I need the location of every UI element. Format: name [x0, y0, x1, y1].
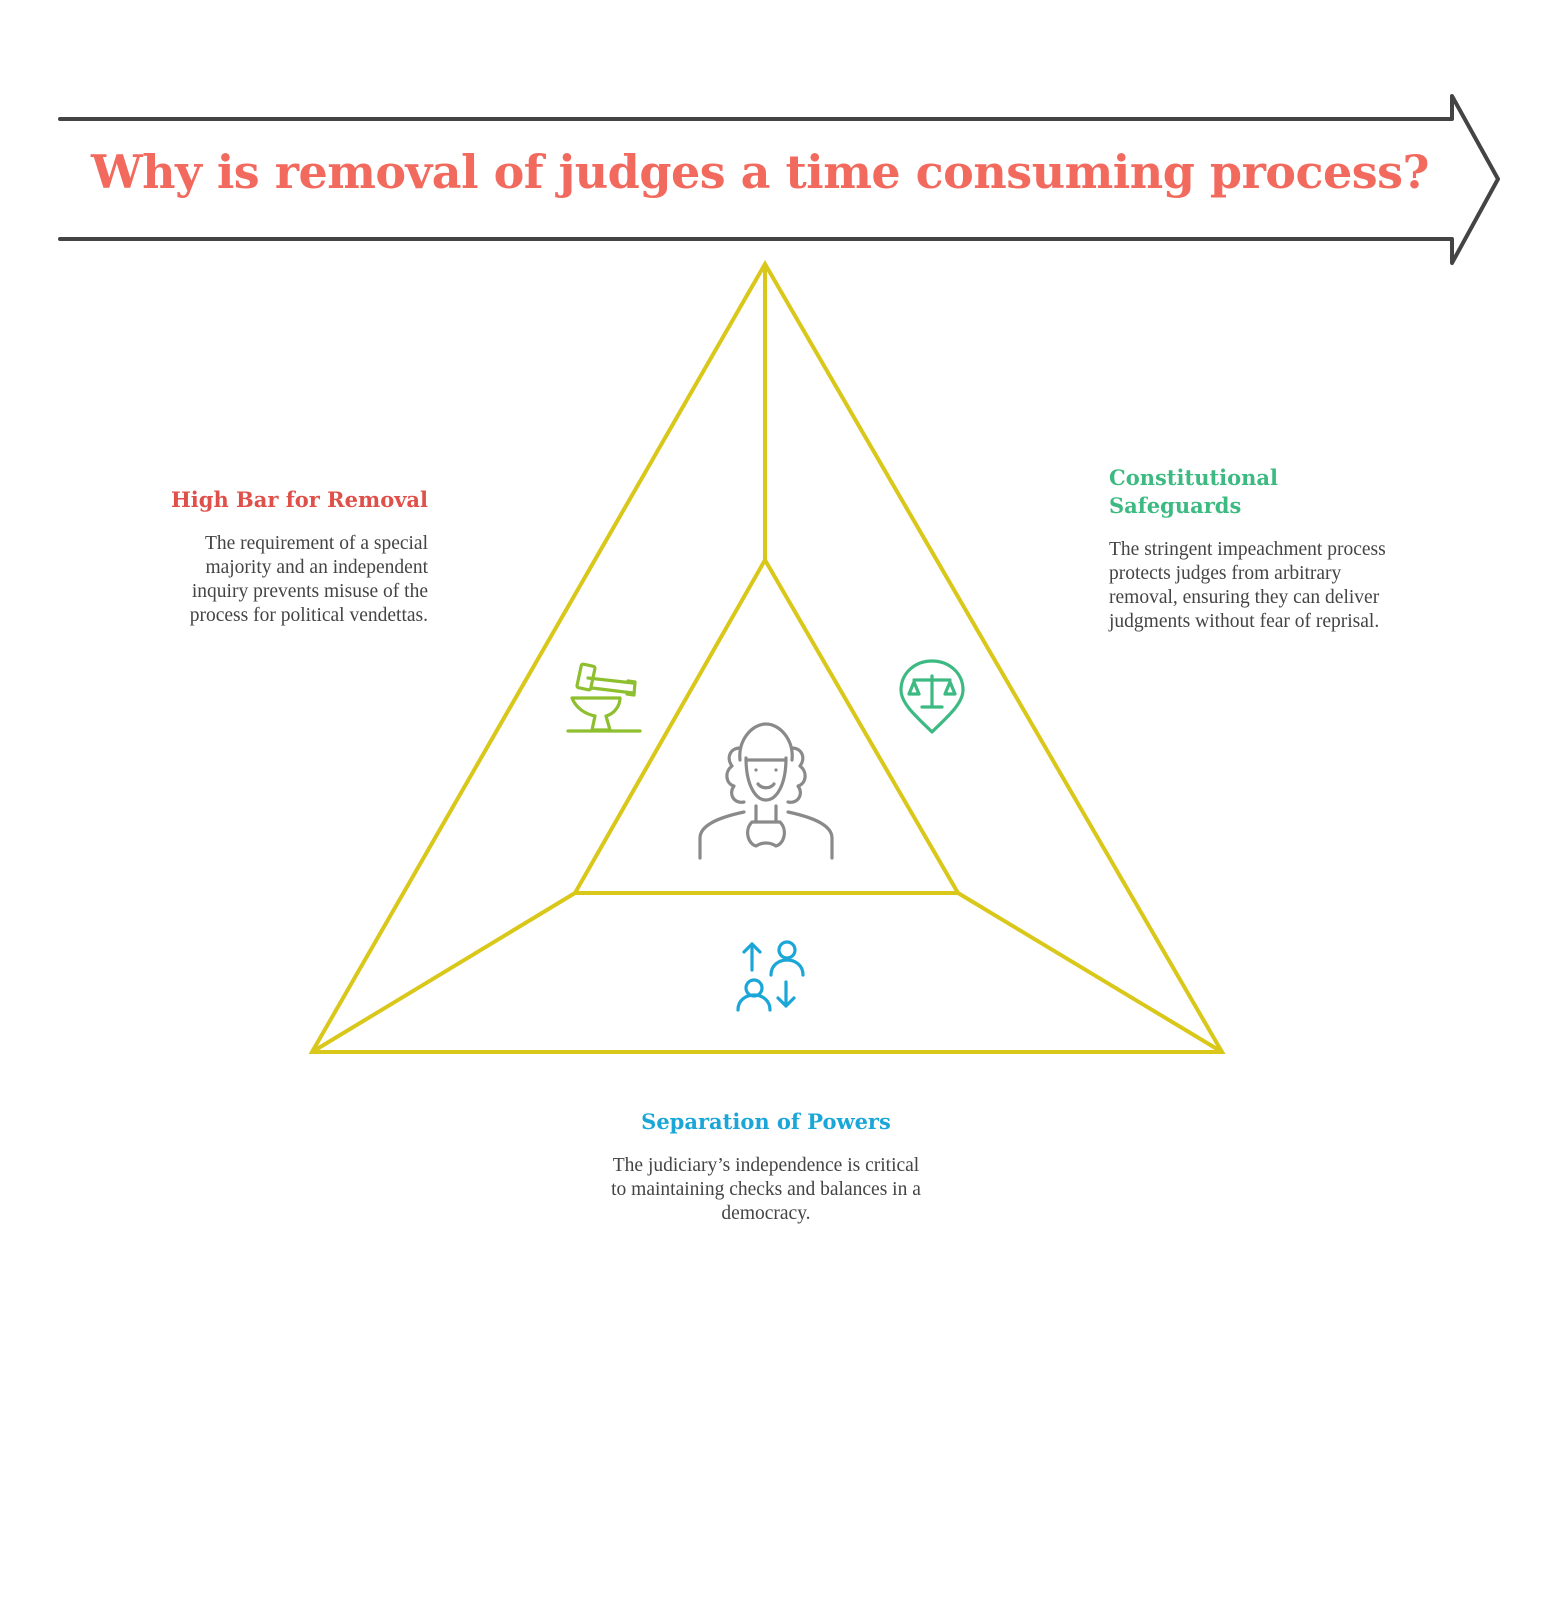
section-high-bar: High Bar for Removal The requirement of … [160, 486, 428, 628]
section-high-bar-heading: High Bar for Removal [170, 487, 428, 512]
title-arrow [58, 94, 1500, 265]
divider-right [956, 891, 1224, 1054]
outer-triangle [308, 260, 1226, 1054]
section-separation: Separation of Powers The judiciary’s ind… [606, 1108, 926, 1226]
section-high-bar-body: The requirement of a special majority an… [189, 533, 428, 626]
triangle-diagram [308, 260, 1226, 1054]
inner-triangle [571, 555, 962, 895]
judge-icon [698, 722, 834, 860]
section-constitutional-body: The stringent impeachment process protec… [1109, 539, 1386, 632]
section-constitutional: Constitutional Safeguards The stringent … [1109, 464, 1389, 634]
gavel-icon [566, 662, 642, 733]
divider-left [310, 891, 577, 1054]
scales-pin-icon [899, 659, 965, 734]
people-exchange-icon [736, 940, 805, 1012]
section-separation-body: The judiciary’s independence is critical… [611, 1155, 921, 1224]
section-constitutional-heading: Constitutional Safeguards [1109, 465, 1278, 518]
page-title: Why is removal of judges a time consumin… [90, 145, 1430, 199]
section-separation-heading: Separation of Powers [641, 1109, 891, 1134]
